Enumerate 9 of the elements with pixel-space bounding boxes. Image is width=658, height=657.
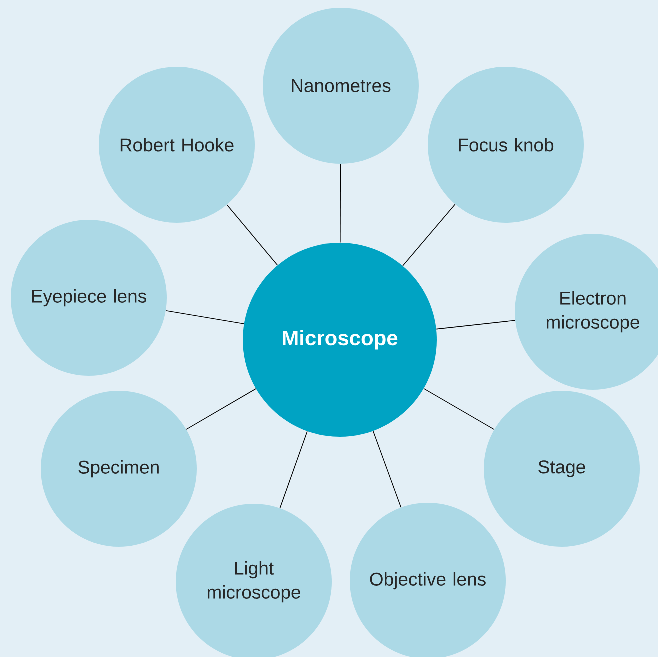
connector-line <box>340 164 342 244</box>
connector-line <box>280 431 308 509</box>
connector-line <box>402 204 456 266</box>
connector-line <box>372 430 402 508</box>
connector-line <box>226 204 278 266</box>
connector-line <box>436 320 516 330</box>
connector-line <box>186 388 256 430</box>
connector-line <box>166 310 245 324</box>
connector-line <box>424 388 495 430</box>
